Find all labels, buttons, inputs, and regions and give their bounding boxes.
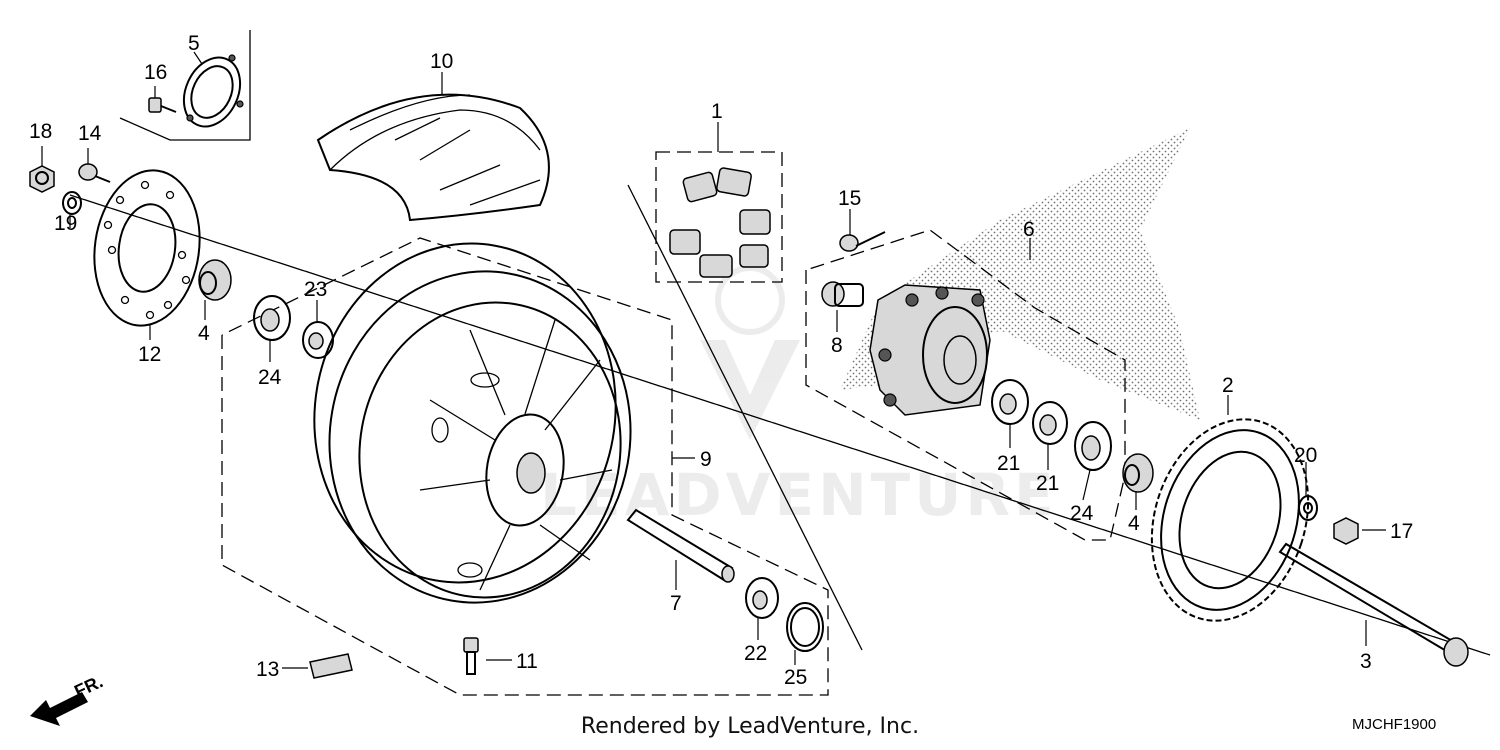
callout-12: 12 [138, 343, 161, 366]
part-14-bolt [78, 163, 111, 183]
callout-20: 20 [1294, 444, 1317, 467]
callout-9: 9 [700, 448, 712, 471]
callout-4-left: 4 [198, 322, 210, 345]
callout-19: 19 [54, 212, 77, 235]
part-10-tire [316, 93, 550, 222]
axle-centerline [69, 184, 1491, 656]
callout-25: 25 [784, 666, 807, 689]
callout-17: 17 [1390, 520, 1413, 543]
part-19-washer [62, 191, 82, 215]
leader-lines [41, 51, 1386, 669]
callout-10: 10 [430, 50, 453, 73]
callout-13: 13 [256, 658, 279, 681]
callout-16: 16 [144, 61, 167, 84]
callout-5: 5 [188, 32, 200, 55]
callout-21a: 21 [997, 452, 1020, 475]
part-21-bearing-b [1032, 401, 1068, 445]
callout-1: 1 [711, 100, 723, 123]
callout-24-left: 24 [258, 366, 282, 389]
callout-2: 2 [1222, 374, 1234, 397]
callout-15: 15 [838, 187, 861, 210]
part-9-wheel [313, 242, 632, 604]
part-1-wheel-damper [669, 167, 771, 278]
part-8-collar [821, 281, 864, 307]
part-24-bearing-left [253, 295, 291, 341]
callout-21b: 21 [1036, 472, 1059, 495]
callout-22: 22 [744, 642, 767, 665]
part-3-axle [1278, 542, 1469, 667]
part-4-collar-left [198, 259, 232, 301]
callout-14: 14 [78, 122, 102, 145]
part-7-collar [626, 508, 735, 583]
part-12-brake-disc [93, 169, 201, 327]
cushion-assembly-dashed-outline [655, 151, 783, 283]
callout-11: 11 [516, 650, 538, 673]
part-6-driven-flange [869, 284, 991, 416]
part-16-screw [148, 97, 177, 113]
part-23-bearing [302, 321, 334, 359]
part-15-bolt [839, 231, 886, 252]
part-13-balance-weight [309, 653, 353, 679]
callout-3: 3 [1360, 650, 1372, 673]
callout-labels: 1 2 3 4 4 5 6 7 8 9 10 11 12 13 14 15 16… [29, 32, 1413, 689]
callout-18: 18 [29, 120, 52, 143]
callout-6: 6 [1023, 218, 1035, 241]
part-4-collar-right [1122, 453, 1154, 493]
callout-8: 8 [831, 334, 843, 357]
part-22-bearing [745, 577, 779, 619]
part-21-bearing-a [991, 379, 1029, 425]
callout-24-right: 24 [1070, 502, 1094, 525]
part-17-nut [1333, 517, 1359, 545]
part-24-seal-right [1074, 421, 1112, 471]
callout-4-right: 4 [1128, 512, 1140, 535]
part-20-washer [1298, 495, 1318, 521]
watermark-logo [700, 265, 800, 440]
part-18-nut [29, 165, 55, 193]
part-25-o-ring [786, 602, 824, 652]
render-credit: Rendered by LeadVenture, Inc. [580, 714, 920, 739]
part-2-sprocket [1150, 418, 1310, 622]
callout-23: 23 [304, 278, 327, 301]
part-5-pulser-ring [119, 30, 251, 141]
diagram-code: MJCHF1900 [1352, 716, 1437, 733]
wheel-assembly-dashed-outline [221, 237, 829, 696]
part-11-valve [463, 637, 479, 675]
callout-7: 7 [670, 592, 682, 615]
